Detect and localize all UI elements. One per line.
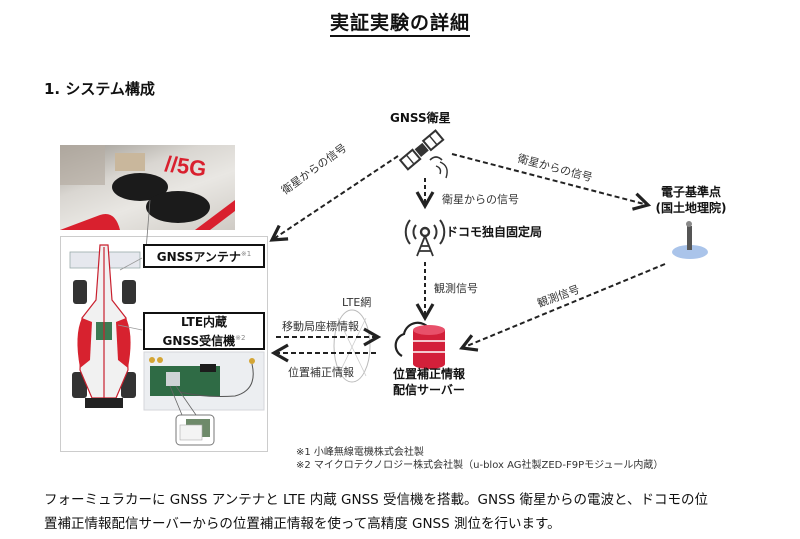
page-title-text: 実証実験の詳細 — [329, 12, 470, 37]
section-heading: 1. システム構成 — [44, 80, 155, 98]
reference-point-label: 電子基準点 (国土地理院) — [648, 184, 734, 216]
footnotes: ※1 小峰無線電機株式会社製 ※2 マイクロテクノロジー株式会社製（u-blox… — [296, 446, 663, 472]
formula-car-icon — [69, 244, 141, 408]
reference-point-org: (国土地理院) — [655, 201, 727, 215]
gnss-receiver-note: ※2 — [235, 334, 246, 342]
description-line2: 置補正情報配信サーバーからの位置補正情報を使って高精度 GNSS 測位を行います… — [44, 516, 561, 532]
reference-point-name: 電子基準点 — [660, 185, 721, 199]
svg-text://5G: //5G — [163, 151, 208, 182]
cloud-icon — [394, 321, 431, 357]
radio-tower-icon — [404, 219, 446, 257]
gnss-module-photo — [169, 385, 215, 446]
arrow-sat-to-reference — [451, 153, 652, 211]
edge-label-station-to-server: 観測信号 — [434, 282, 478, 295]
edge-label-lte-network: LTE網 — [342, 296, 372, 309]
satellite-icon — [398, 129, 445, 171]
antenna-photo: //5G — [60, 145, 235, 230]
gnss-antenna-box: GNSSアンテナ※1 — [143, 244, 265, 268]
description-line1: フォーミュラカーに GNSS アンテナと LTE 内蔵 GNSS 受信機を搭載。… — [44, 492, 708, 508]
antenna-photo-art: //5G — [60, 145, 235, 230]
gnss-antenna-note: ※1 — [240, 250, 252, 258]
gnss-receiver-line2: GNSS受信機 — [162, 334, 236, 348]
edge-label-sat-to-station: 衛星からの信号 — [442, 193, 519, 206]
reference-station-icon — [672, 221, 708, 259]
edge-label-server-to-car: 位置補正情報 — [288, 366, 354, 379]
footnote-2: ※2 マイクロテクノロジー株式会社製（u-blox AG社製ZED-F9Pモジュ… — [296, 460, 664, 471]
description: フォーミュラカーに GNSS アンテナと LTE 内蔵 GNSS 受信機を搭載。… — [44, 488, 708, 536]
satellite-dish-icon — [429, 156, 443, 161]
receiver-board-photo — [143, 351, 265, 411]
footnote-1: ※1 小峰無線電機株式会社製 — [296, 447, 424, 458]
server-label: 位置補正情報 配信サーバー — [384, 366, 474, 398]
arrow-sat-to-car — [269, 155, 399, 242]
edge-label-car-to-server: 移動局座標情報 — [282, 320, 359, 333]
gnss-antenna-label: GNSSアンテナ — [156, 250, 241, 264]
database-server-icon — [413, 325, 445, 369]
page-title: 実証実験の詳細 — [0, 8, 800, 37]
gnss-receiver-line1: LTE内蔵 — [180, 315, 228, 329]
gnss-receiver-box: LTE内蔵 GNSS受信機※2 — [143, 312, 265, 350]
server-label-line2: 配信サーバー — [393, 383, 465, 397]
arrow-reference-to-server — [459, 263, 666, 352]
station-label: ドコモ独自固定局 — [446, 225, 543, 239]
server-label-line1: 位置補正情報 — [392, 367, 465, 381]
satellite-label: GNSS衛星 — [390, 111, 451, 125]
